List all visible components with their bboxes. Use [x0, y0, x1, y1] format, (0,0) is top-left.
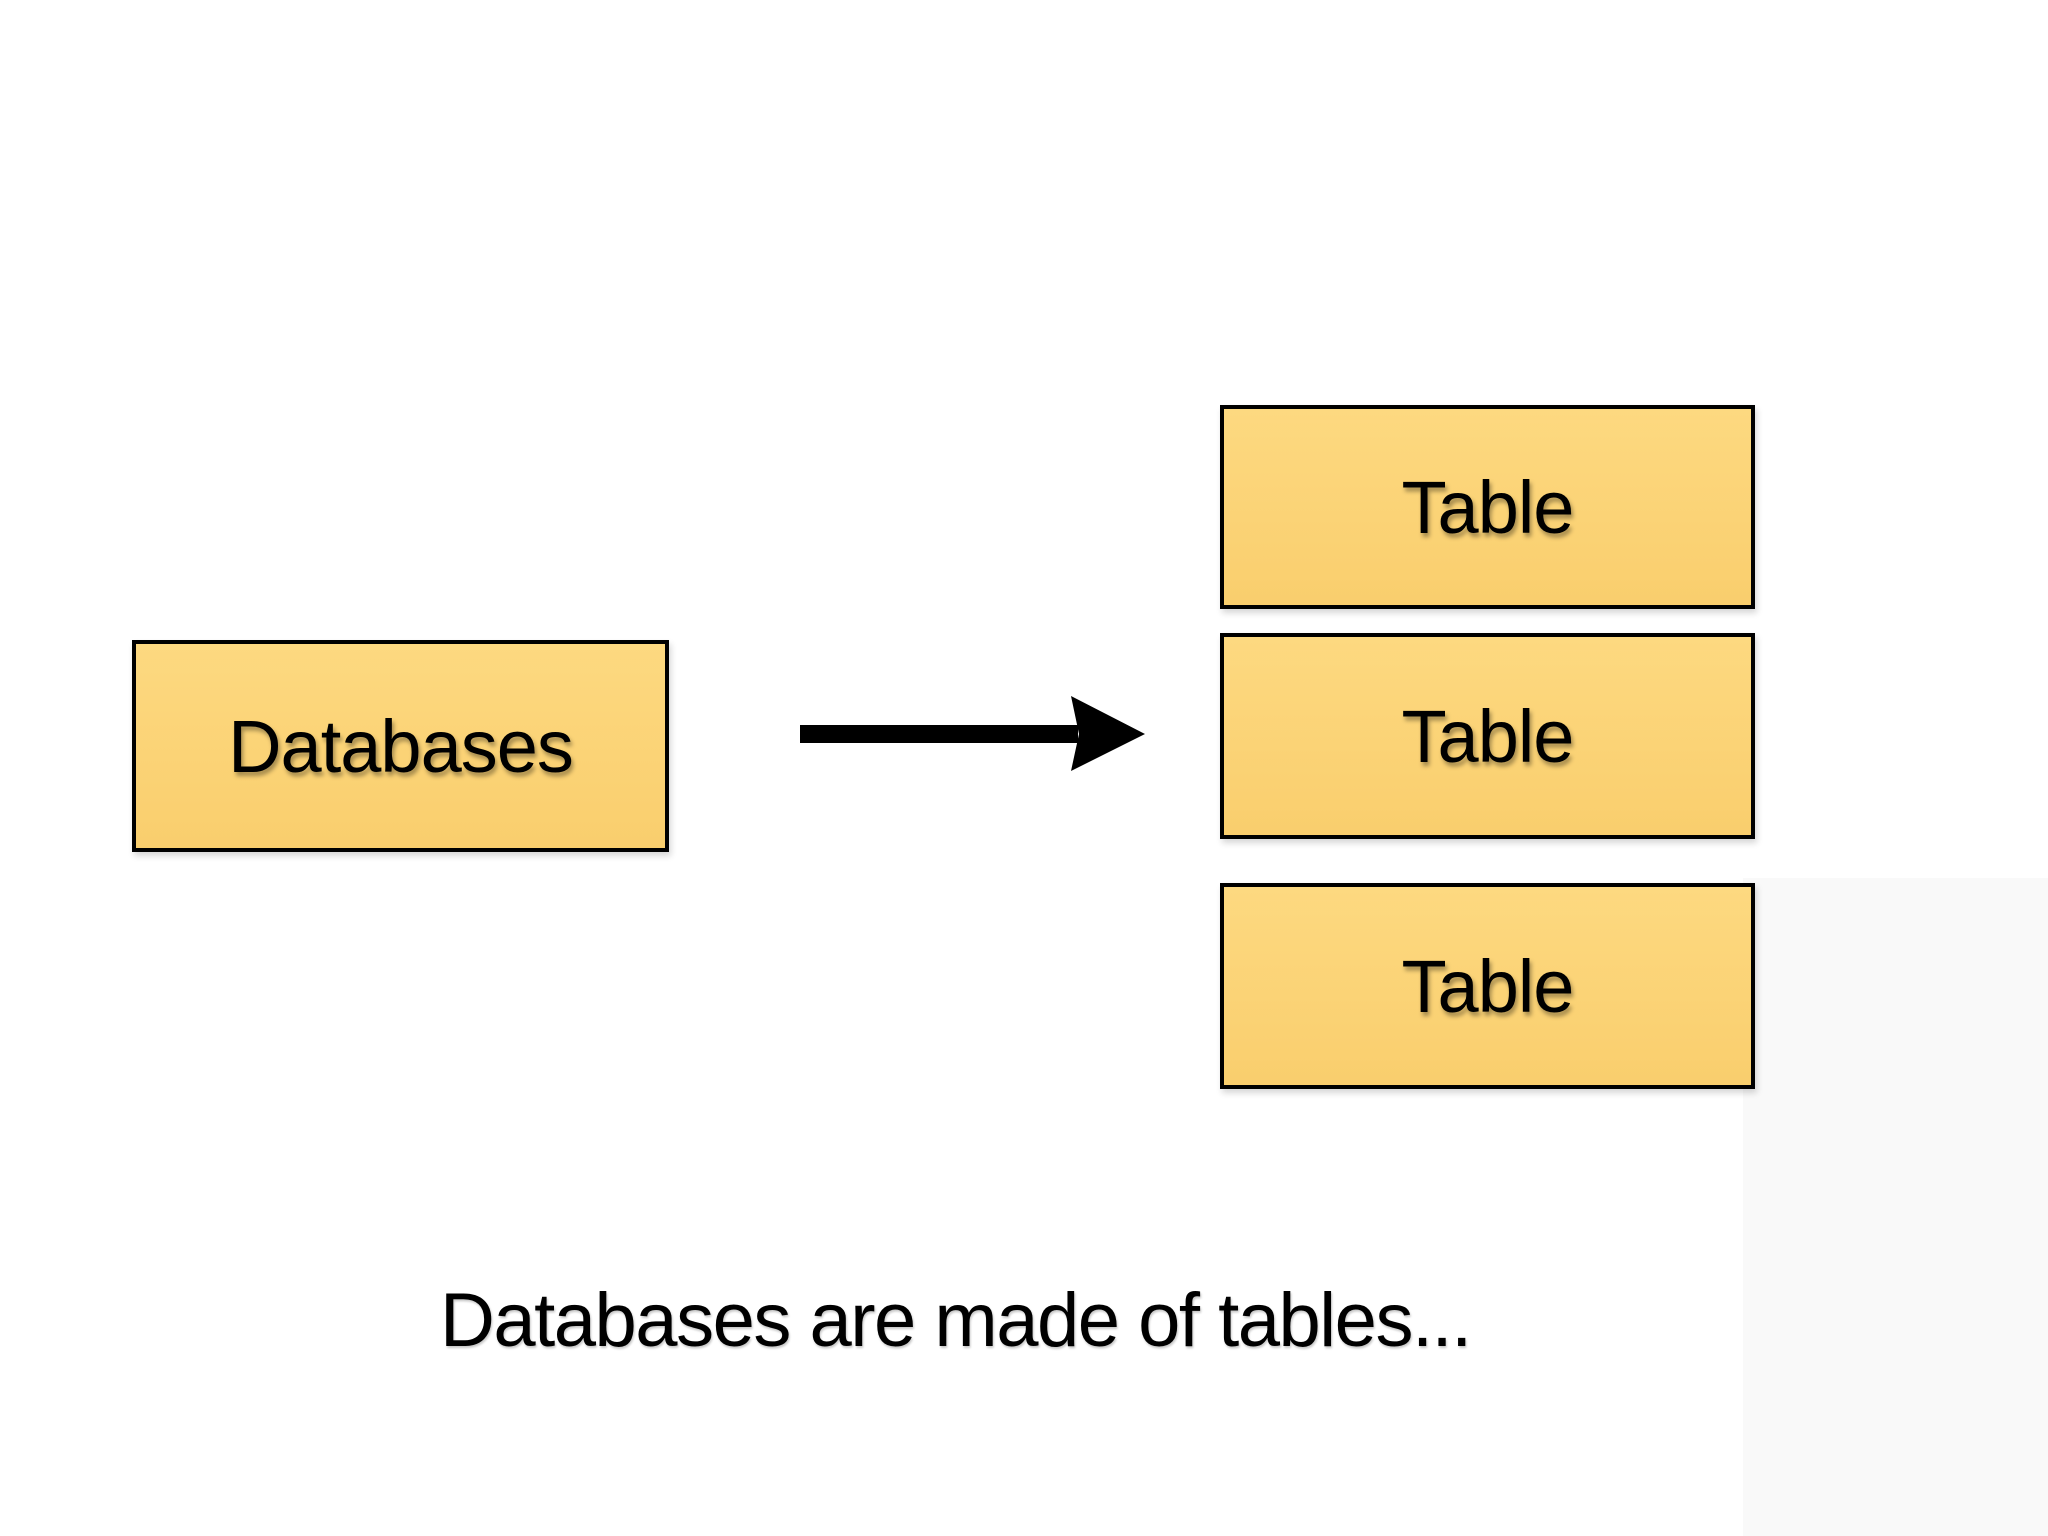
table-box-2: Table: [1220, 633, 1755, 839]
table-box-3: Table: [1220, 883, 1755, 1089]
right-arrow-icon: [800, 696, 1145, 771]
databases-box-label: Databases: [228, 704, 574, 788]
table-box-label: Table: [1401, 944, 1575, 1028]
databases-box: Databases: [132, 640, 669, 852]
table-box-1: Table: [1220, 405, 1755, 609]
background-shade: [1743, 878, 2048, 1536]
table-box-label: Table: [1401, 694, 1575, 778]
table-box-label: Table: [1401, 465, 1575, 549]
slide-caption: Databases are made of tables...: [440, 1278, 1472, 1363]
